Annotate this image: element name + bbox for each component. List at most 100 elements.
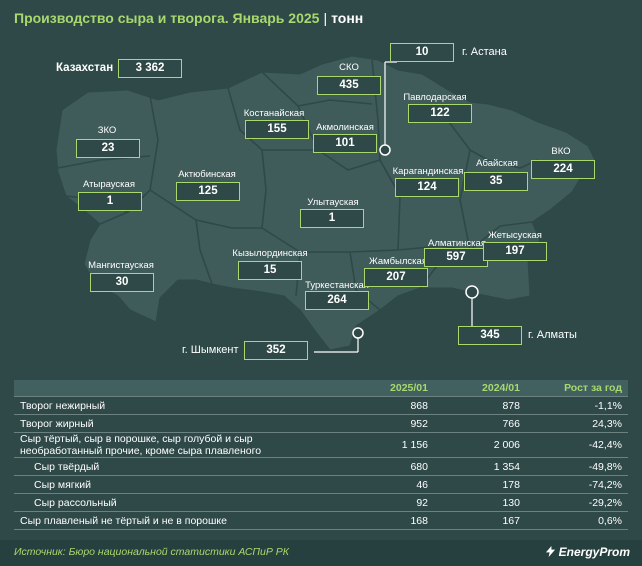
- kazakhstan-map: [55, 55, 597, 353]
- row-value-2024: 167: [434, 511, 526, 530]
- region-label-aktobe: Актюбинская: [178, 169, 236, 180]
- border-kyzylorda: [195, 219, 213, 285]
- city-value-astana: 10: [390, 43, 454, 62]
- kazakhstan-total-value: 3 362: [118, 59, 182, 78]
- row-value-2024: 178: [434, 475, 526, 494]
- region-value-kyzylorda: 15: [238, 261, 302, 280]
- row-name: Сыр рассольный: [14, 493, 342, 512]
- table-header-row: 2025/01 2024/01 Рост за год: [14, 380, 628, 397]
- border-sko-akmola: [297, 99, 373, 107]
- title-unit: тонн: [331, 10, 364, 26]
- row-name: Творог жирный: [14, 414, 342, 433]
- border-aktobe-south: [149, 189, 262, 229]
- region-label-karaganda: Карагандинская: [392, 166, 464, 177]
- region-value-aktobe: 125: [176, 182, 240, 201]
- city-label-astana: г. Астана: [462, 46, 507, 58]
- border-ulytau: [262, 149, 401, 251]
- border-south: [261, 227, 399, 253]
- shymkent-marker: [352, 327, 364, 339]
- row-value-2025: 1 156: [342, 432, 434, 458]
- region-label-zhetysu: Жетысуская: [488, 230, 542, 241]
- region-label-sko: СКО: [339, 62, 359, 73]
- row-growth: -42,4%: [526, 432, 628, 458]
- city-label-almaty: г. Алматы: [528, 329, 577, 341]
- region-value-ulytau: 1: [300, 209, 364, 228]
- region-label-zko: ЗКО: [97, 125, 117, 136]
- row-name: Творог нежирный: [14, 396, 342, 415]
- region-value-sko: 435: [317, 76, 381, 95]
- kazakhstan-outline: [55, 55, 597, 351]
- row-value-2025: 46: [342, 475, 434, 494]
- region-value-karaganda: 124: [395, 178, 459, 197]
- production-table: 2025/01 2024/01 Рост за год Творог нежир…: [14, 380, 628, 530]
- row-value-2024: 2 006: [434, 432, 526, 458]
- header-growth: Рост за год: [526, 380, 628, 397]
- footer: Источник: Бюро национальной статистики А…: [0, 540, 642, 566]
- region-value-akmola: 101: [313, 134, 377, 153]
- city-value-shymkent: 352: [244, 341, 308, 360]
- row-growth: -29,2%: [526, 493, 628, 512]
- region-label-vko: ВКО: [551, 146, 571, 157]
- region-label-almaty-region: Алматинская: [428, 238, 486, 249]
- row-growth: 0,6%: [526, 511, 628, 530]
- region-label-kostanay: Костанайская: [243, 108, 305, 119]
- region-value-turkestan: 264: [305, 291, 369, 310]
- row-value-2025: 952: [342, 414, 434, 433]
- region-value-zhambyl: 207: [364, 268, 428, 287]
- region-value-vko: 224: [531, 160, 595, 179]
- region-value-kostanay: 155: [245, 120, 309, 139]
- region-label-ulytau: Улытауская: [307, 197, 359, 208]
- region-value-atyrau: 1: [78, 192, 142, 211]
- almaty-marker: [465, 285, 479, 299]
- title-text: Производство сыра и творога. Январь 2025: [14, 10, 320, 26]
- row-name: Сыр твёрдый: [14, 457, 342, 476]
- row-value-2024: 130: [434, 493, 526, 512]
- region-value-pavlodar: 122: [408, 104, 472, 123]
- region-label-turkestan: Туркестанская: [305, 280, 369, 291]
- region-label-mangistau: Мангистауская: [88, 260, 154, 271]
- border-turkestan-zhambyl: [349, 251, 381, 311]
- row-name: Сыр мягкий: [14, 475, 342, 494]
- row-value-2025: 168: [342, 511, 434, 530]
- region-label-atyrau: Атырауская: [83, 179, 135, 190]
- row-growth: 24,3%: [526, 414, 628, 433]
- region-label-akmola: Акмолинская: [316, 122, 374, 133]
- source-note: Источник: Бюро национальной статистики А…: [14, 546, 289, 558]
- row-value-2024: 1 354: [434, 457, 526, 476]
- region-value-abay: 35: [464, 172, 528, 191]
- region-value-zko: 23: [76, 139, 140, 158]
- astana-marker: [379, 144, 391, 156]
- city-label-shymkent: г. Шымкент: [182, 344, 239, 356]
- border-pavlodar-abay: [439, 109, 539, 169]
- header-2024: 2024/01: [434, 380, 526, 397]
- region-label-pavlodar: Павлодарская: [403, 92, 467, 103]
- row-growth: -74,2%: [526, 475, 628, 494]
- region-label-zhambyl: Жамбылская: [369, 256, 427, 267]
- header-2025: 2025/01: [342, 380, 434, 397]
- region-label-abay: Абайская: [476, 158, 518, 169]
- row-name: Сыр тёртый, сыр в порошке, сыр голубой и…: [14, 432, 342, 458]
- row-name: Сыр плавленый не тёртый и не в порошке: [14, 511, 342, 530]
- row-growth: -49,8%: [526, 457, 628, 476]
- row-value-2025: 868: [342, 396, 434, 415]
- table-row: Сыр тёртый, сыр в порошке, сыр голубой и…: [14, 432, 628, 458]
- row-value-2025: 92: [342, 493, 434, 512]
- border-abay-karaganda: [459, 149, 471, 251]
- brand-text: EnergyProm: [558, 545, 630, 559]
- kazakhstan-total-label: Казахстан: [56, 62, 114, 74]
- region-value-almaty-region: 597: [424, 248, 488, 267]
- row-value-2024: 766: [434, 414, 526, 433]
- chart-title: Производство сыра и творога. Январь 2025…: [14, 10, 363, 26]
- energyprom-logo-icon: [545, 546, 555, 557]
- city-markers: [352, 144, 479, 339]
- brand: EnergyProm: [545, 545, 630, 559]
- border-zhetysu: [469, 221, 533, 251]
- region-value-zhetysu: 197: [483, 242, 547, 261]
- header-product: [14, 380, 342, 397]
